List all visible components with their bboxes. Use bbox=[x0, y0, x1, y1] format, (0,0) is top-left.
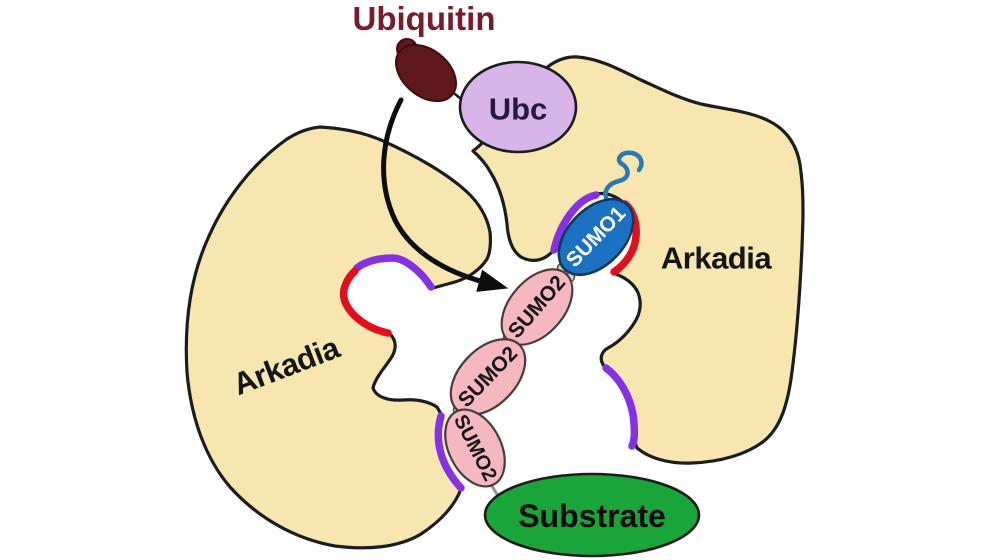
sumo2-ellipse bbox=[449, 338, 527, 416]
ubiquitin-blob bbox=[395, 43, 457, 103]
substrate-label: Substrate bbox=[518, 498, 666, 534]
ubiquitin-label: Ubiquitin bbox=[353, 0, 496, 37]
purple-binding-arc-left-bottom bbox=[434, 412, 465, 492]
purple-binding-arc-left-notch bbox=[353, 254, 435, 291]
substrate-unit: Substrate bbox=[483, 472, 701, 558]
ubc-label: Ubc bbox=[489, 92, 548, 127]
arkadia-left-shape bbox=[184, 125, 492, 550]
sumo2-ellipse bbox=[444, 408, 506, 488]
purple-binding-arc-sumo1 bbox=[550, 191, 600, 254]
purple-binding-arc-right bbox=[602, 364, 639, 450]
ubc-unit: Ubc bbox=[458, 60, 578, 154]
sumo1-ellipse bbox=[557, 197, 635, 277]
substrate-ellipse bbox=[483, 472, 701, 558]
arkadia-right-label: Arkadia bbox=[661, 241, 772, 276]
ubiquitin-transfer-arrow bbox=[381, 97, 509, 292]
sumo1-tail-squiggle bbox=[603, 150, 644, 206]
sumo2-unit: SUMO2 bbox=[444, 408, 506, 488]
ubc-ellipse bbox=[458, 60, 578, 154]
ubiquitin-unit bbox=[395, 38, 457, 103]
red-binding-arc-left-notch bbox=[339, 267, 392, 337]
